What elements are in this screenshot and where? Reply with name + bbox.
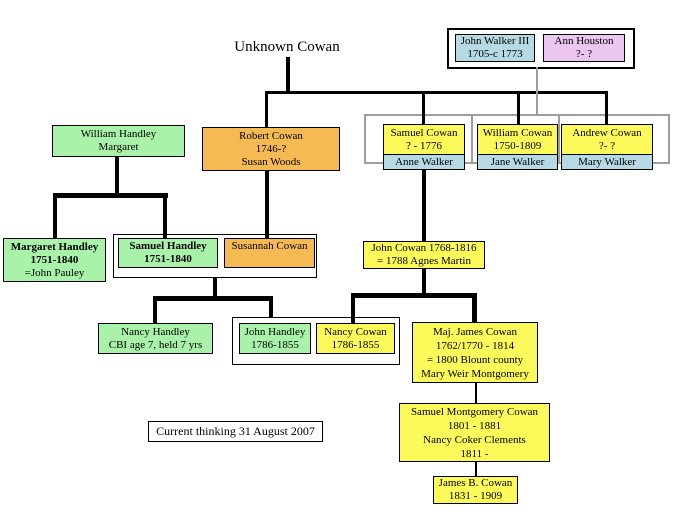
connector-unknown-cowan-stem <box>286 57 290 92</box>
person-name: Maj. James Cowan <box>432 325 517 338</box>
spouse-name: Mary Weir Montgomery <box>421 367 529 380</box>
person-box-james-b-cowan: James B. Cowan 1831 - 1909 <box>433 476 518 504</box>
person-dates: 1801 - 1881 <box>447 419 502 432</box>
person-box-samuel-montgomery-cowan: Samuel Montgomery Cowan 1801 - 1881 Nanc… <box>399 403 550 462</box>
spouse-box-anne-walker: Anne Walker <box>383 154 465 170</box>
person-name: Samuel Montgomery Cowan <box>410 405 539 418</box>
person-box-nancy-cowan: Nancy Cowan 1786-1855 <box>316 323 395 354</box>
person-name: Nancy Cowan <box>324 325 387 338</box>
person-dates: 1751-1840 <box>30 253 79 266</box>
connector-drop-john-handley <box>269 296 273 318</box>
person-name: Samuel Handley <box>129 240 207 252</box>
spouse-name: Mary Walker <box>578 155 636 168</box>
connector-william-handley-stem <box>115 156 119 197</box>
connector-drop-samuel-cowan <box>422 91 425 125</box>
connector-drop-samuel-handley <box>163 193 167 239</box>
connector-drop-margaret-handley <box>53 193 57 239</box>
spouse-name: =John Pauley <box>24 266 85 279</box>
person-dates: 1750-1809 <box>493 139 542 152</box>
connector-drop-james-cowan <box>472 293 477 323</box>
person-box-james-cowan: Maj. James Cowan 1762/1770 - 1814 = 1800… <box>412 322 538 383</box>
person-dates: 1705-c 1773 <box>467 48 523 60</box>
person-name: James B. Cowan <box>438 477 513 489</box>
person-dates: ?- ? <box>575 48 593 60</box>
connector-samuel-cowan-to-john-cowan <box>422 169 426 242</box>
person-box-john-handley: John Handley 1786-1855 <box>239 323 311 354</box>
person-name: Nancy Handley <box>121 325 190 338</box>
person-box-william-handley: William Handley Margaret <box>52 125 185 157</box>
person-name: John Cowan 1768-1816 <box>371 242 477 254</box>
person-box-samuel-cowan: Samuel Cowan ? - 1776 <box>383 124 465 155</box>
connector-james-to-samuel-montgomery <box>475 382 477 404</box>
person-box-susannah-cowan: Susannah Cowan <box>224 238 315 268</box>
connector-handley-children-horizontal <box>153 296 273 301</box>
person-dates: 1786-1855 <box>331 338 380 351</box>
connector-drop-robert <box>265 91 268 128</box>
connector-robert-to-susannah <box>265 169 269 240</box>
note-text: Current thinking 31 August 2007 <box>156 424 315 438</box>
spouse-box-mary-walker: Mary Walker <box>561 154 653 170</box>
note-box: Current thinking 31 August 2007 <box>148 421 323 442</box>
connector-walker-descent-gray <box>536 67 538 116</box>
person-box-william-cowan: William Cowan 1750-1809 <box>477 124 558 155</box>
person-box-margaret-handley: Margaret Handley 1751-1840 =John Pauley <box>3 238 106 282</box>
connector-drop-nancy-cowan <box>351 293 355 324</box>
spouse-name: Jane Walker <box>490 155 545 168</box>
connector-samuel-montgomery-to-james-b <box>475 461 477 477</box>
person-box-nancy-handley: Nancy Handley CBI age 7, held 7 yrs <box>98 323 213 354</box>
person-dates: 1786-1855 <box>251 338 299 351</box>
connector-handley-horizontal <box>53 193 168 198</box>
person-name: Robert Cowan <box>239 129 303 142</box>
connector-handley-couple-stem <box>213 277 217 298</box>
connector-john-cowan-stem <box>422 267 426 295</box>
spouse-box-jane-walker: Jane Walker <box>477 154 558 170</box>
person-name: Ann Houston <box>554 35 614 47</box>
person-name: John Handley <box>244 325 306 338</box>
connector-drop-andrew-cowan <box>605 91 608 125</box>
person-box-john-walker: John Walker III 1705-c 1773 <box>455 34 535 62</box>
person-name: William Handley <box>80 128 157 140</box>
marriage-info: = 1800 Blount county <box>426 353 524 366</box>
spouse-name: Anne Walker <box>395 155 453 168</box>
person-note: CBI age 7, held 7 yrs <box>108 338 203 351</box>
person-name: William Cowan <box>482 126 553 139</box>
person-box-ann-houston: Ann Houston ?- ? <box>543 34 625 62</box>
connector-drop-william-cowan <box>517 91 520 125</box>
person-name: Samuel Cowan <box>390 126 458 139</box>
person-name: Susannah Cowan <box>231 240 308 252</box>
person-name: Andrew Cowan <box>572 126 642 139</box>
person-box-andrew-cowan: Andrew Cowan ?- ? <box>561 124 653 155</box>
person-dates: 1746-? <box>255 142 287 155</box>
unknown-cowan-label: Unknown Cowan <box>234 39 340 55</box>
person-dates: ? - 1776 <box>405 139 443 152</box>
person-dates: 1751-1840 <box>144 253 192 265</box>
spouse-name: Susan Woods <box>241 155 301 168</box>
person-box-john-cowan: John Cowan 1768-1816 = 1788 Agnes Martin <box>363 241 485 269</box>
connector-gen1-horizontal <box>265 91 608 94</box>
connector-drop-nancy-handley <box>153 296 157 324</box>
spouse-name: Nancy Coker Clements <box>423 433 526 446</box>
person-dates: 1762/1770 - 1814 <box>435 339 515 352</box>
person-dates: ?- ? <box>598 139 616 152</box>
person-box-robert-cowan: Robert Cowan 1746-? Susan Woods <box>202 127 340 171</box>
person-box-samuel-handley: Samuel Handley 1751-1840 <box>118 238 218 268</box>
marriage-info: = 1788 Agnes Martin <box>377 255 471 267</box>
spouse-dates: 1811 - <box>460 447 489 460</box>
person-name: John Walker III <box>460 35 530 47</box>
spouse-name: Margaret <box>98 141 139 153</box>
person-dates: 1831 - 1909 <box>448 490 503 502</box>
person-name: Margaret Handley <box>10 240 99 253</box>
connector-john-cowan-children-horizontal <box>351 293 477 298</box>
